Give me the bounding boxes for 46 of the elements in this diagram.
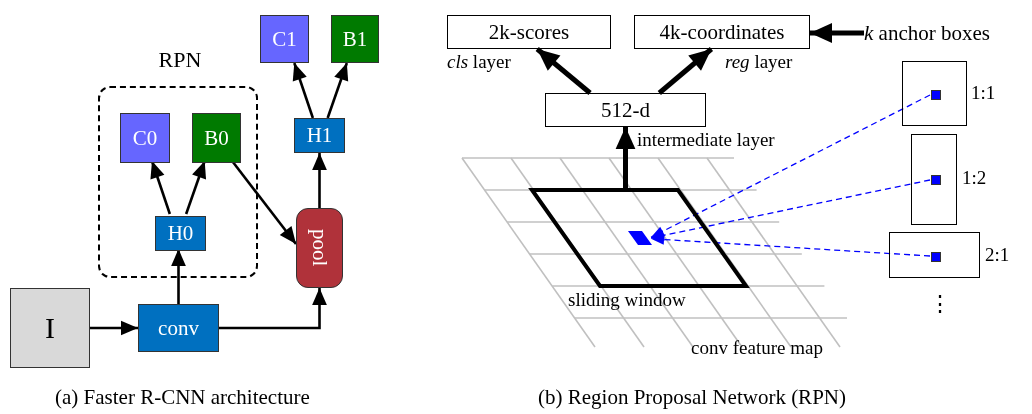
- anchor-center-square: [931, 252, 941, 262]
- arrow: [657, 47, 714, 95]
- arrow: [219, 288, 327, 330]
- arrow: [292, 62, 315, 119]
- figure-caption: (b) Region Proposal Network (RPN): [538, 386, 846, 410]
- anchor-box: [889, 232, 980, 278]
- node-caption: intermediate layer: [637, 130, 775, 151]
- box-regressor-box: B0: [192, 113, 241, 163]
- arrow: [231, 160, 298, 245]
- arrow: [615, 127, 636, 190]
- pooling-box: pool: [296, 208, 343, 288]
- node-caption: reg layer: [725, 52, 793, 73]
- layer-box: 512-d: [545, 93, 706, 127]
- arrow: [90, 320, 138, 336]
- arrow: [535, 47, 592, 95]
- input-box: I: [10, 288, 90, 368]
- node-caption: 1:2: [962, 168, 987, 189]
- anchor-center-square: [931, 90, 941, 100]
- output-box: 2k-scores: [447, 15, 611, 49]
- conv-box: conv: [138, 304, 219, 352]
- node-caption: sliding window: [568, 290, 686, 311]
- anchor-box: [902, 61, 967, 126]
- feature-map-label: conv feature map: [691, 338, 823, 359]
- arrow: [150, 160, 172, 215]
- dashed-arrow: [650, 179, 931, 241]
- arrow: [184, 160, 207, 215]
- arrow: [326, 62, 349, 119]
- arrow: [810, 23, 864, 43]
- arrow: [171, 249, 186, 304]
- ellipsis-mark: ⋮: [929, 292, 951, 317]
- node-caption: 2:1: [985, 245, 1010, 266]
- head-box: H1: [294, 118, 345, 153]
- anchor-box: [911, 134, 957, 225]
- arrow: [312, 153, 327, 208]
- group-title: RPN: [157, 48, 203, 73]
- box-regressor-box: B1: [331, 15, 379, 63]
- head-box: H0: [155, 216, 206, 251]
- dashed-arrow: [650, 94, 931, 238]
- output-box: 4k-coordinates: [634, 15, 810, 49]
- node-caption: 1:1: [971, 83, 996, 104]
- classifier-box: C0: [120, 113, 170, 163]
- figure-caption: (a) Faster R-CNN architecture: [55, 386, 310, 410]
- anchor-center-square: [931, 175, 941, 185]
- anchor-text: k anchor boxes: [864, 20, 1030, 46]
- classifier-box: C1: [260, 15, 309, 63]
- node-caption: cls layer: [447, 52, 511, 73]
